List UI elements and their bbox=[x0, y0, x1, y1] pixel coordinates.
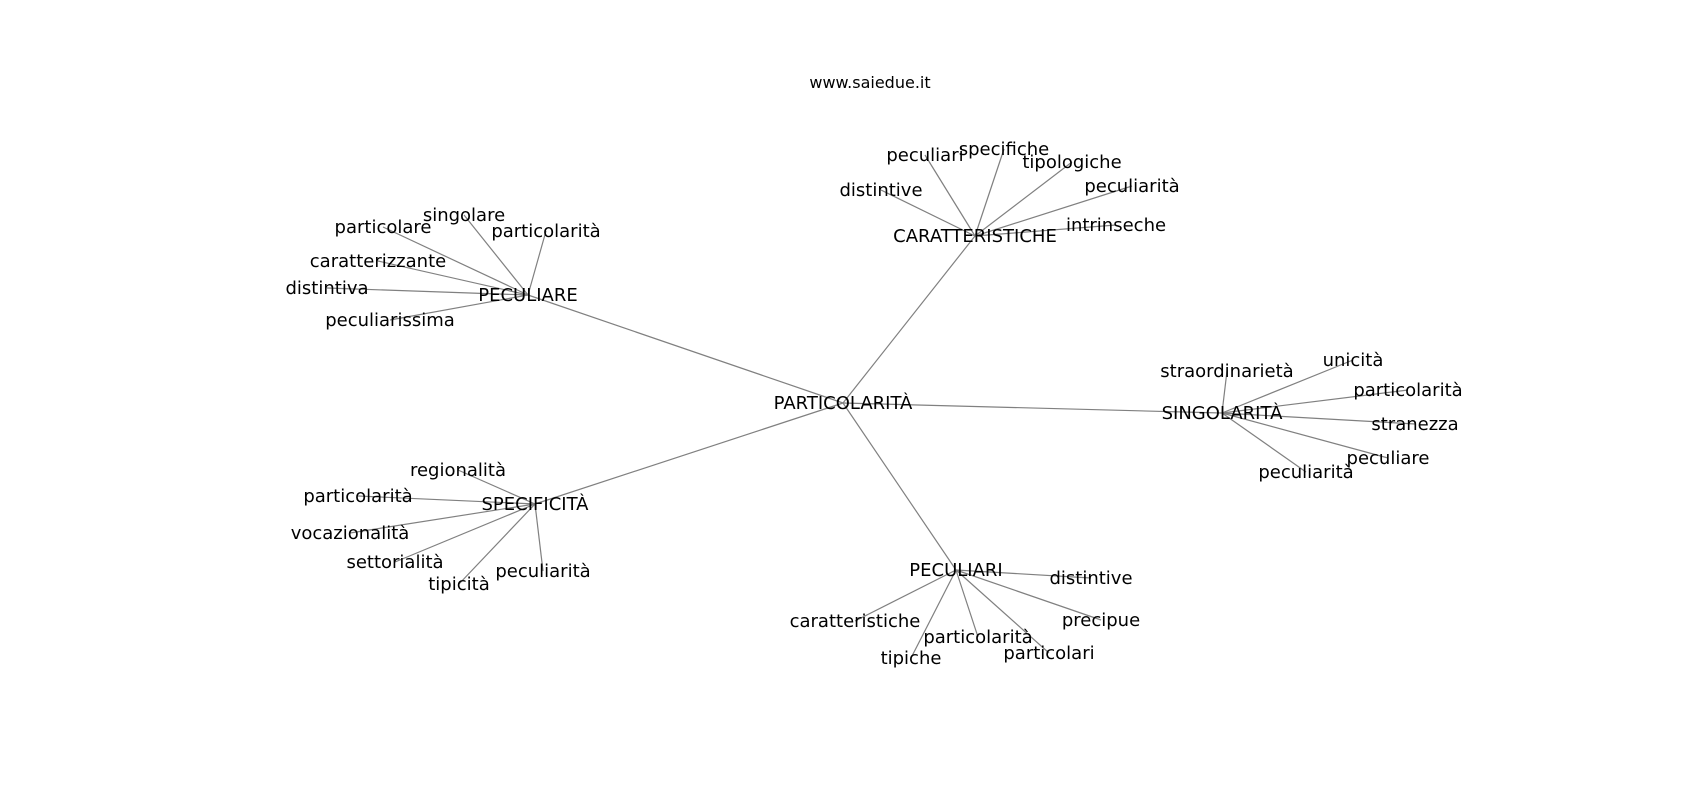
edge-hub-leaf bbox=[326, 287, 529, 296]
edge-hub-leaf bbox=[382, 226, 529, 296]
edge-center-hub bbox=[527, 294, 844, 404]
edge-hub-leaf bbox=[1221, 412, 1389, 459]
leaf-node-label: tipologiche bbox=[1022, 152, 1121, 173]
leaf-node-label: peculiare bbox=[1347, 448, 1430, 469]
leaf-node-label: particolare bbox=[335, 217, 432, 238]
edge-hub-leaf bbox=[974, 224, 1117, 237]
edge-hub-leaf bbox=[910, 569, 957, 659]
edge-hub-leaf bbox=[527, 230, 547, 296]
leaf-node-label: distintive bbox=[839, 180, 922, 201]
hub-node-label: CARATTERISTICHE bbox=[893, 226, 1057, 247]
graph-edges bbox=[326, 148, 1416, 659]
leaf-node-label: distintive bbox=[1049, 568, 1132, 589]
hub-node-label: SINGOLARITÀ bbox=[1162, 402, 1283, 424]
edge-hub-leaf bbox=[389, 294, 529, 321]
edge-hub-leaf bbox=[955, 569, 1092, 579]
edge-hub-leaf bbox=[457, 469, 536, 505]
leaf-node-label: tipiche bbox=[881, 648, 942, 669]
leaf-node-label: particolarità bbox=[923, 627, 1032, 648]
graph-labels: PARTICOLARITÀ CARATTERISTICHE distintive pe… bbox=[285, 139, 1462, 669]
edge-hub-leaf bbox=[924, 154, 976, 237]
leaf-node-label: vocazionalità bbox=[291, 523, 410, 544]
leaf-node-label: peculiarità bbox=[1084, 176, 1179, 197]
leaf-node-label: stranezza bbox=[1371, 414, 1458, 435]
leaf-node-label: distintiva bbox=[285, 278, 368, 299]
leaf-node-label: singolare bbox=[423, 205, 505, 226]
leaf-node-label: specifiche bbox=[959, 139, 1050, 160]
edge-hub-leaf bbox=[974, 185, 1133, 237]
edge-center-hub bbox=[534, 402, 844, 505]
watermark-text: www.saiedue.it bbox=[809, 73, 930, 92]
edge-center-hub bbox=[842, 402, 1223, 414]
leaf-node-label: settorialità bbox=[346, 552, 443, 573]
leaf-node-label: unicità bbox=[1323, 350, 1384, 371]
edge-hub-leaf bbox=[955, 569, 1102, 621]
leaf-node-label: particolarità bbox=[303, 486, 412, 507]
leaf-node-label: peculiarità bbox=[1258, 462, 1353, 483]
edge-hub-leaf bbox=[463, 214, 529, 296]
hub-node-label: PECULIARI bbox=[909, 560, 1002, 581]
leaf-node-label: regionalità bbox=[410, 460, 506, 481]
edge-hub-leaf bbox=[1221, 412, 1416, 425]
hub-node-label: PECULIARE bbox=[478, 285, 578, 306]
edge-hub-leaf bbox=[357, 495, 536, 505]
edge-hub-leaf bbox=[394, 503, 536, 563]
leaf-node-label: caratteristiche bbox=[790, 611, 921, 632]
edge-center-hub bbox=[842, 235, 976, 404]
edge-center-hub bbox=[842, 402, 957, 571]
edge-hub-leaf bbox=[377, 260, 529, 296]
leaf-node-label: tipicità bbox=[428, 574, 489, 595]
leaf-node-label: peculiari bbox=[886, 145, 963, 166]
center-node-label: PARTICOLARITÀ bbox=[774, 392, 913, 414]
edge-hub-leaf bbox=[534, 503, 544, 572]
hub-node-label: SPECIFICITÀ bbox=[482, 493, 590, 515]
leaf-node-label: particolarità bbox=[1353, 380, 1462, 401]
leaf-node-label: intrinseche bbox=[1066, 215, 1166, 236]
edge-hub-leaf bbox=[974, 148, 1005, 237]
edge-hub-leaf bbox=[955, 569, 1050, 654]
edge-hub-leaf bbox=[1221, 359, 1354, 414]
edge-hub-leaf bbox=[854, 569, 957, 622]
edge-hub-leaf bbox=[1221, 370, 1228, 414]
edge-hub-leaf bbox=[349, 503, 536, 534]
edge-hub-leaf bbox=[1221, 412, 1307, 473]
edge-hub-leaf bbox=[880, 189, 976, 237]
edge-hub-leaf bbox=[974, 161, 1073, 237]
leaf-node-label: particolarità bbox=[491, 221, 600, 242]
leaf-node-label: particolari bbox=[1003, 643, 1094, 664]
leaf-node-label: peculiarità bbox=[495, 561, 590, 582]
edge-hub-leaf bbox=[1221, 389, 1409, 414]
leaf-node-label: caratterizzante bbox=[310, 251, 446, 272]
leaf-node-label: straordinarietà bbox=[1160, 361, 1293, 382]
edge-hub-leaf bbox=[458, 503, 536, 585]
edge-hub-leaf bbox=[955, 569, 979, 638]
leaf-node-label: precipue bbox=[1062, 610, 1140, 631]
leaf-node-label: peculiarissima bbox=[325, 310, 455, 331]
